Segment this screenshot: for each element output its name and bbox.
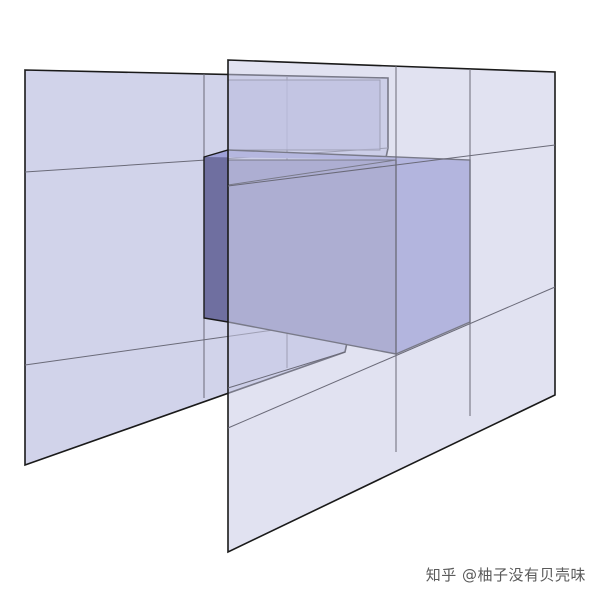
front-plane-surface — [228, 60, 555, 552]
front-plane-grid-h2 — [227, 286, 556, 429]
front-plane — [227, 59, 556, 554]
watermark-text: 知乎 @柚子没有贝壳味 — [425, 566, 586, 584]
front-plane-grid-h1 — [227, 144, 556, 187]
cube-left-face — [204, 157, 228, 322]
floor-edge — [227, 351, 346, 389]
